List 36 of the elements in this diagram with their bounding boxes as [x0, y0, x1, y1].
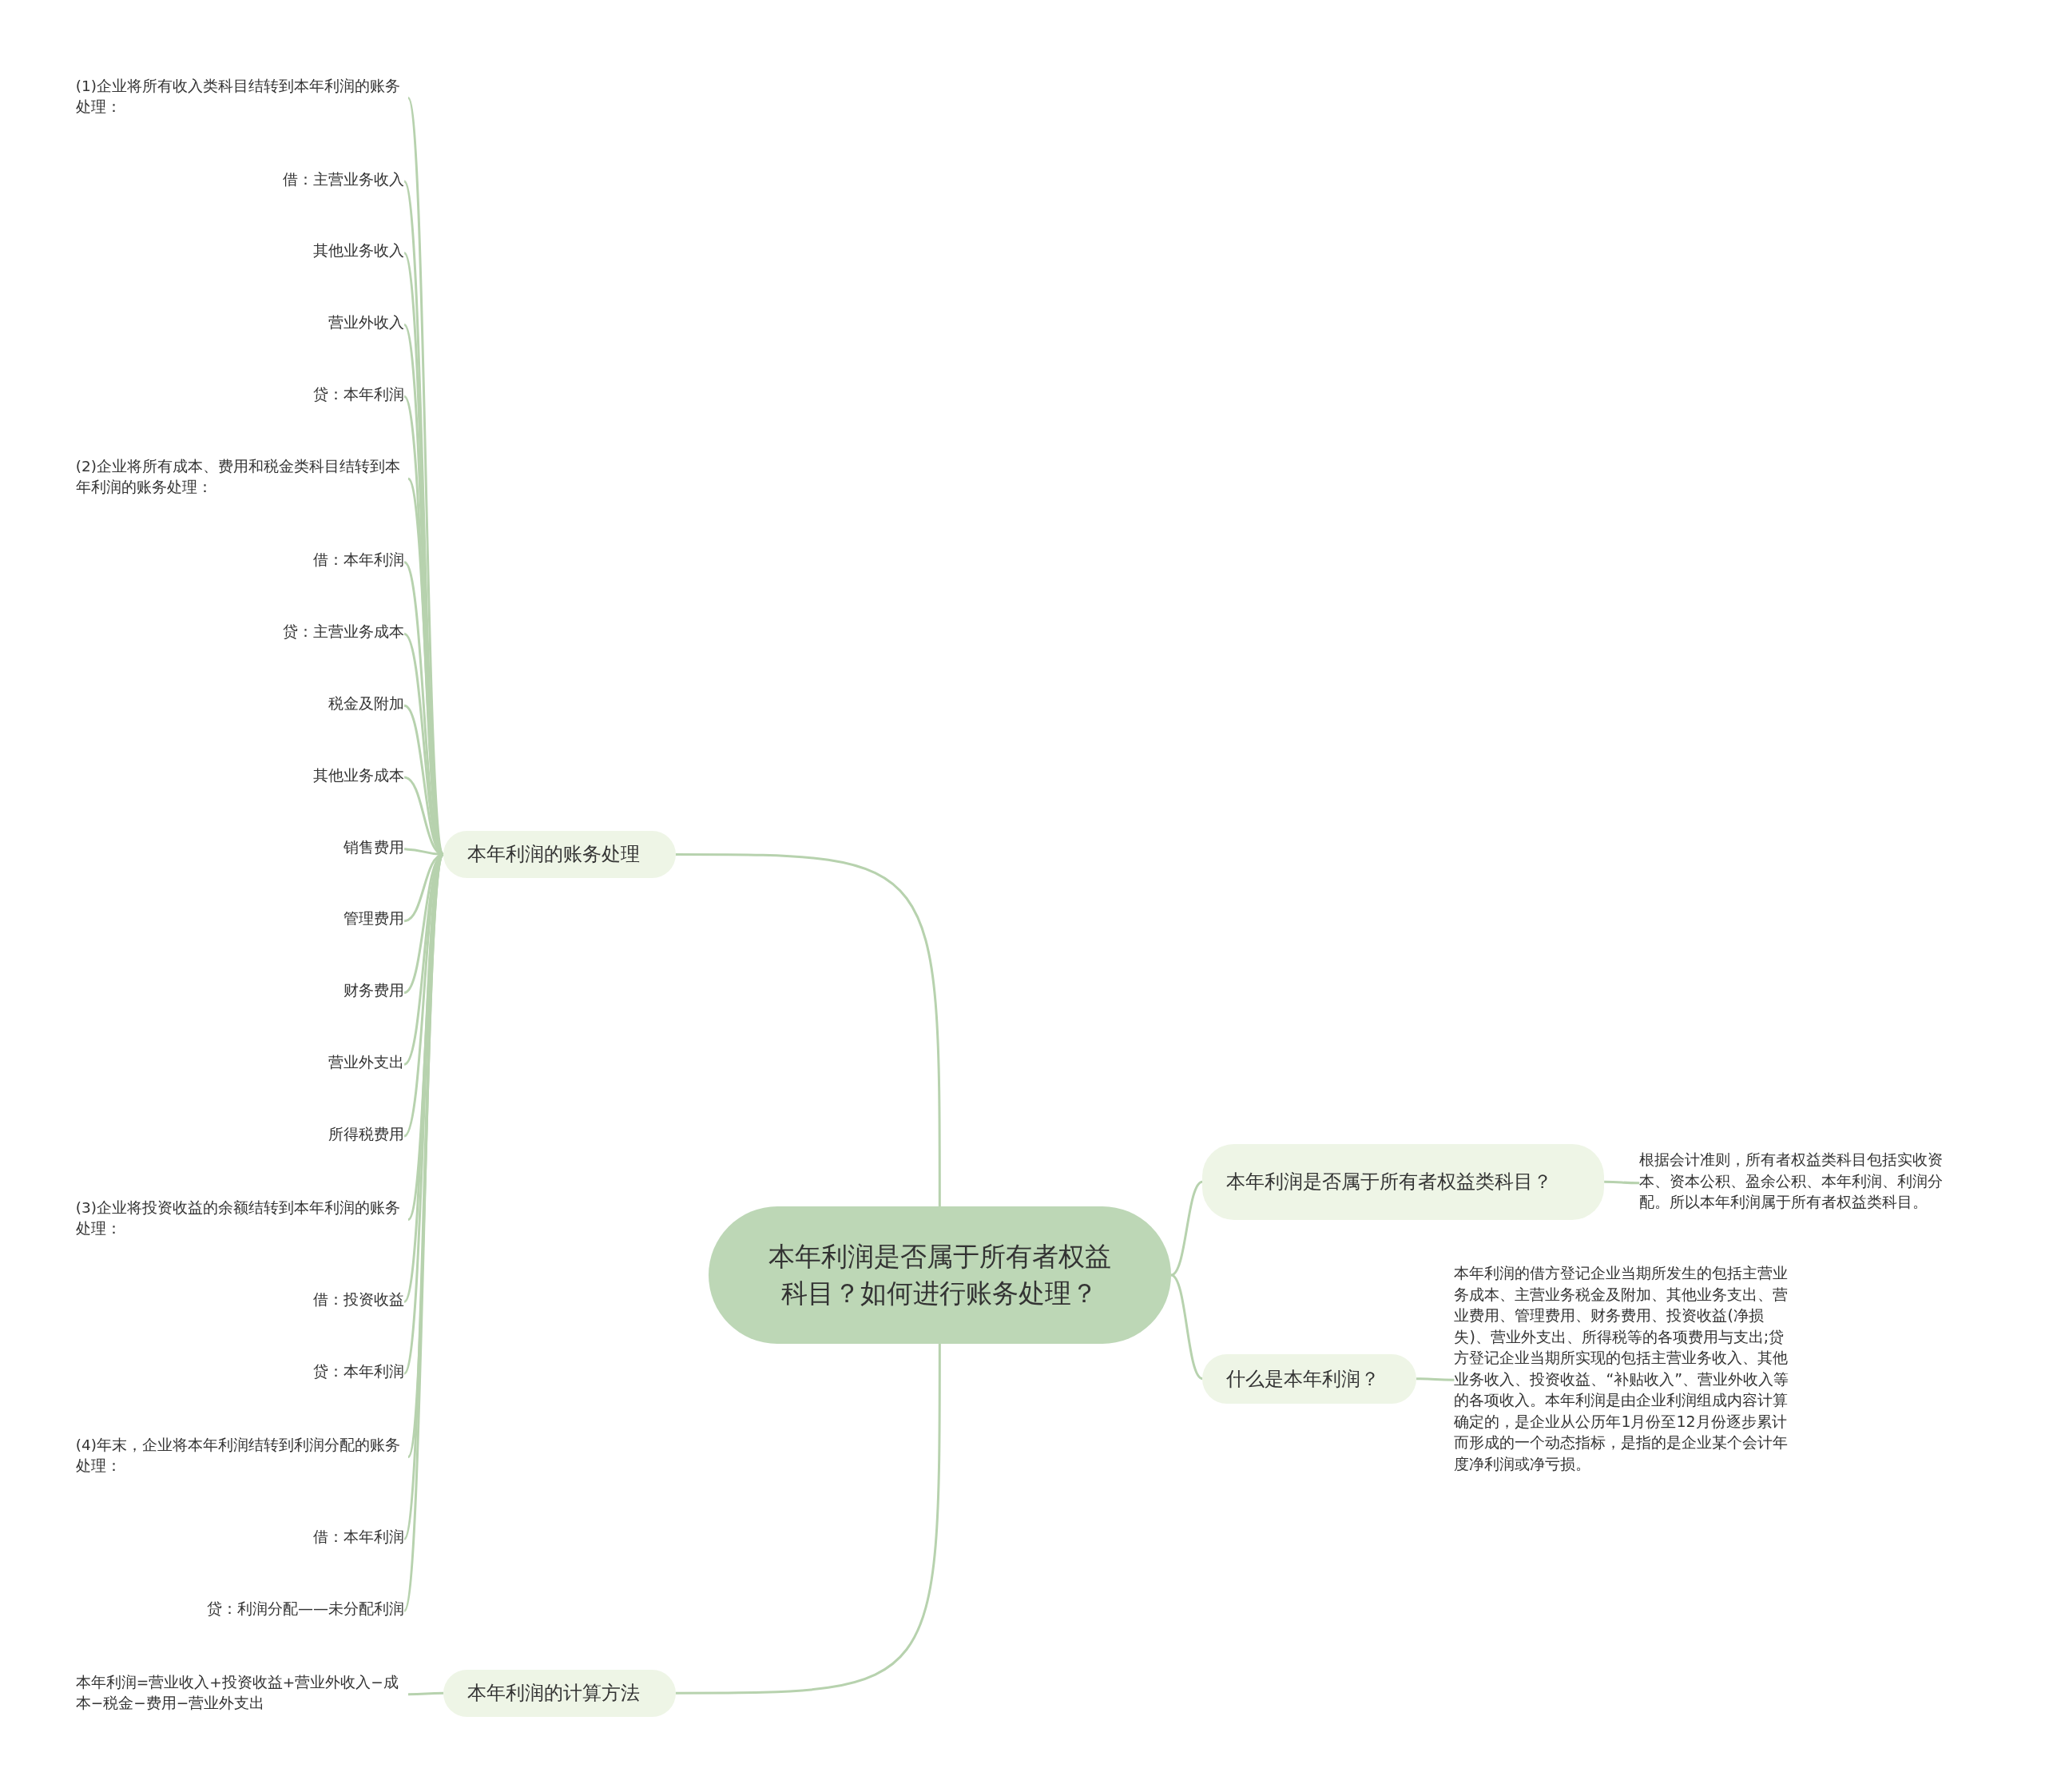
- note-text: 本年利润的借方登记企业当期所发生的包括主营业务成本、主营业务税金及附加、其他业务支出、营业费用、管理费用、财务费用、投资收益(净损失)、营业外支出、所得税等的各项费用与支出;贷方登记企业当期所实现的包括主营业务收入、其他业务收入、投资收益、“补贴收入”、营业外收入等的各项收入。本年利润是由企业利润组成内容计算确定的，是企业从公历年1月份至12月份逐步累计而形成的一个动态指标，是指的是企业某个会计年度净利润或净亏损。: [1454, 1262, 1789, 1498]
- connector: [408, 1691, 444, 1696]
- leaf-text: 其他业务成本: [195, 764, 405, 791]
- leaf-text: 其他业务收入: [195, 240, 405, 267]
- leaf-text: 借：主营业务收入: [195, 168, 405, 195]
- leaf-text: 所得税费用: [195, 1122, 405, 1150]
- leaf-text: 借：投资收益: [195, 1289, 405, 1315]
- topic-pill: 什么是本年利润？: [1202, 1353, 1417, 1404]
- leaf-text: (3)企业将投资收益的余额结转到本年利润的账务处理：: [75, 1197, 408, 1242]
- leaf-text: 管理费用: [195, 908, 405, 934]
- leaf-text: 营业外支出: [195, 1051, 405, 1078]
- note-text: 根据会计准则，所有者权益类科目包括实收资本、资本公积、盈余公积、本年利润、利润分配。所以本年利润属于所有者权益类科目。: [1639, 1149, 1972, 1218]
- leaf-text: (1)企业将所有收入类科目结转到本年利润的账务处理：: [75, 75, 408, 121]
- topic-pill: 本年利润的账务处理: [443, 831, 676, 878]
- leaf-text: 贷：主营业务成本: [195, 621, 405, 647]
- leaf-text: 借：本年利润: [195, 1526, 405, 1552]
- leaf-text: 销售费用: [195, 836, 405, 863]
- leaf-text: (2)企业将所有成本、费用和税金类科目结转到本年利润的账务处理：: [75, 456, 408, 501]
- leaf-text: 财务费用: [195, 979, 405, 1006]
- central-topic: 本年利润是否属于所有者权益科目？如何进行账务处理？: [708, 1206, 1172, 1344]
- connector: [1170, 1180, 1203, 1277]
- topic-pill: 本年利润是否属于所有者权益类科目？: [1202, 1143, 1605, 1220]
- connector: [1416, 1377, 1455, 1381]
- leaf-text: 营业外收入: [195, 312, 405, 338]
- leaf-text: 税金及附加: [195, 692, 405, 719]
- connector: [675, 852, 941, 1207]
- leaf-text: 贷：本年利润: [195, 1360, 405, 1387]
- leaf-text: 贷：本年利润: [195, 383, 405, 410]
- leaf-text: 贷：利润分配——未分配利润: [195, 1598, 405, 1624]
- formula-text: 本年利润=营业收入+投资收益+营业外收入−成本−税金−费用−营业外支出: [75, 1672, 408, 1717]
- topic-pill: 本年利润的计算方法: [443, 1669, 676, 1717]
- connector: [675, 1343, 941, 1695]
- connector: [1604, 1180, 1640, 1185]
- connector: [1170, 1273, 1204, 1380]
- leaf-text: 借：本年利润: [195, 549, 405, 575]
- leaf-text: (4)年末，企业将本年利润结转到利润分配的账务处理：: [75, 1434, 408, 1480]
